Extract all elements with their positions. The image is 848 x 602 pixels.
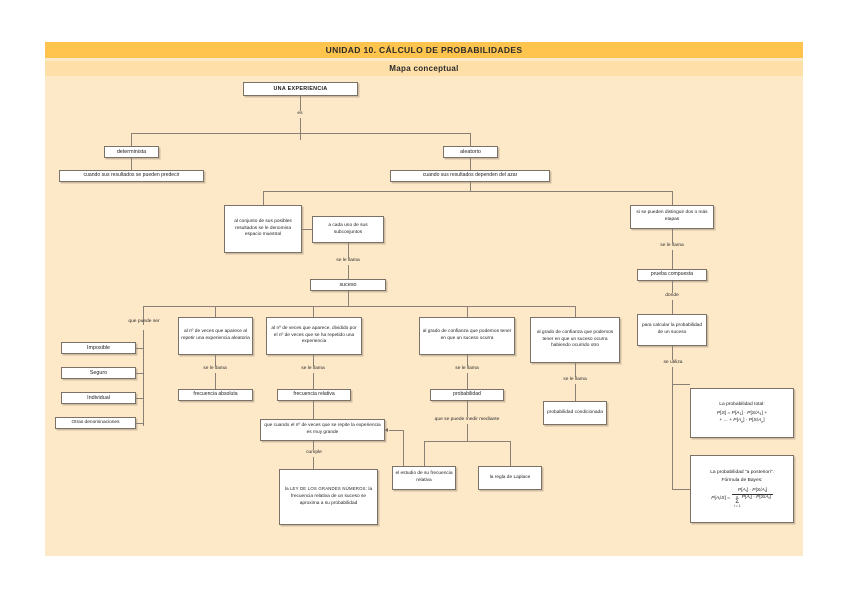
line-bus-top: [131, 133, 470, 134]
node-suceso[interactable]: suceso: [310, 279, 386, 291]
node-dos-o-mas-etapas[interactable]: si se pueden distinguir dos o más etapas: [630, 205, 714, 229]
line-branch-frec-rel: [313, 306, 314, 317]
line-bus-suceso: [143, 306, 575, 307]
node-una-experiencia[interactable]: UNA EXPERIENCIA: [243, 82, 358, 96]
line-branch-prob-cond: [575, 306, 576, 317]
link-label-se-le-llama-prueba: se le llama: [649, 243, 695, 250]
link-label-se-le-llama-rel: se le llama: [290, 366, 336, 373]
node-probabilidad[interactable]: probabilidad: [430, 389, 504, 401]
unit-title-banner: UNIDAD 10. CÁLCULO DE PROBABILIDADES: [45, 42, 803, 58]
node-regla-laplace[interactable]: la regla de Laplace: [478, 466, 542, 490]
line-formula-spine: [672, 384, 673, 489]
node-estudio-frecuencia-relativa[interactable]: el estudio de su frecuencia relativa: [392, 466, 456, 490]
node-otras-denominaciones[interactable]: Otras denominaciones: [55, 417, 136, 429]
line-individual: [136, 398, 144, 399]
line-aleatorio-def: [470, 158, 471, 170]
link-label-cumple: cumple: [293, 450, 335, 457]
line-aleatorio-up: [470, 133, 471, 146]
node-frecuencia-relativa[interactable]: frecuencia relativa: [277, 389, 351, 401]
node-frecuencia-relativa-definition[interactable]: al nº de veces que aparece, dividido por…: [266, 317, 362, 355]
line-medir-right: [510, 441, 511, 466]
line-determinista-up: [131, 133, 132, 146]
line-imposible: [136, 348, 144, 349]
node-espacio-muestral[interactable]: al conjunto de sus posibles resultados s…: [224, 205, 302, 253]
node-subconjuntos[interactable]: a cada uno de sus subconjuntos: [312, 216, 384, 243]
line-medir-left: [424, 441, 425, 466]
formula-probabilidad-total[interactable]: La probabilidad total: P[S] = P[A1] · P[…: [690, 388, 794, 438]
line-etapas-up: [672, 191, 673, 205]
node-ley-grandes-numeros[interactable]: la LEY DE LOS GRANDES NÚMEROS: la frecue…: [279, 469, 378, 525]
link-label-se-le-llama-cond: se le llama: [552, 377, 598, 384]
arrow-head-to-ley: [385, 427, 388, 432]
line-formula-bus-top: [672, 384, 690, 385]
formula-total-line1: P[S] = P[A1] · P[S/A1] +: [716, 411, 768, 417]
node-para-calcular-probabilidad[interactable]: para calcular la probabilidad de un suce…: [637, 314, 707, 346]
formula-bayes-title-2: Fórmula de Bayes:: [721, 477, 763, 483]
line-denominaciones-spine: [143, 330, 144, 426]
node-frecuencia-absoluta[interactable]: frecuencia absoluta: [178, 389, 253, 401]
line-root-down: [300, 96, 301, 140]
line-branch-denominaciones: [143, 306, 144, 325]
node-probabilidad-definition[interactable]: al grado de confianza que podemos tener …: [419, 317, 515, 355]
link-label-donde: donde: [655, 293, 689, 300]
node-imposible[interactable]: Imposible: [61, 342, 136, 354]
line-seguro: [136, 373, 144, 374]
line-espacio-subconjuntos: [302, 229, 312, 230]
node-individual[interactable]: Individual: [61, 392, 136, 404]
line-branch-probabilidad: [467, 306, 468, 317]
node-determinista[interactable]: determinista: [104, 146, 159, 158]
formula-bayes[interactable]: La probabilidad “a posteriori”. Fórmula …: [690, 455, 794, 523]
line-bus-aleatorio: [263, 191, 672, 192]
line-branch-frec-abs: [215, 306, 216, 317]
node-aleatorio-definition[interactable]: cuando sus resultados dependen del azar: [390, 170, 550, 182]
ley-grandes-numeros-text: la LEY DE LOS GRANDES NÚMEROS: la frecue…: [284, 486, 373, 506]
line-bus-medir: [424, 441, 510, 442]
node-ley-condicion[interactable]: que cuando el nº de veces que se repite …: [260, 419, 385, 441]
formula-bayes-title-1: La probabilidad “a posteriori”.: [710, 470, 774, 476]
node-probabilidad-condicionada[interactable]: probabilidad condicionada: [543, 401, 607, 425]
link-label-se-utiliza: se utiliza: [654, 360, 692, 367]
node-frecuencia-absoluta-definition[interactable]: al nº de veces que aparece al repetir un…: [178, 317, 253, 355]
formula-total-title: La probabilidad total:: [719, 402, 765, 408]
link-label-es: es: [285, 111, 315, 118]
link-label-que-se-puede-medir: que se puede medir mediante: [429, 417, 505, 424]
line-formula-bus-bottom: [672, 489, 690, 490]
link-label-se-le-llama-prob: se le llama: [444, 366, 490, 373]
line-aleatorio-down: [470, 182, 471, 191]
node-aleatorio[interactable]: aleatorio: [443, 146, 498, 158]
node-probabilidad-condicionada-definition[interactable]: al grado de confianza que podemos tener …: [530, 317, 620, 363]
line-frec-rel-to-ley: [313, 401, 314, 419]
node-determinista-definition[interactable]: cuando sus resultados se pueden predecir: [59, 170, 204, 182]
link-label-se-le-llama-abs: se le llama: [192, 366, 238, 373]
node-seguro[interactable]: Seguro: [61, 367, 136, 379]
line-determinista-def: [131, 158, 132, 170]
line-otras: [136, 423, 144, 424]
subtitle-banner: Mapa conceptual: [45, 61, 803, 76]
link-label-se-le-llama-suceso: se le llama: [325, 258, 371, 265]
line-espacio-up: [263, 191, 264, 205]
line-estudio-arrow-across: [389, 430, 404, 431]
line-estudio-arrow-up: [403, 430, 404, 466]
line-suceso-down: [348, 291, 349, 306]
node-prueba-compuesta[interactable]: prueba compuesta: [637, 269, 707, 281]
formula-total-line2: + ... + P[An] · P[S/An]: [719, 418, 765, 424]
link-label-que-puede-ser: que puede ser: [128, 319, 160, 324]
